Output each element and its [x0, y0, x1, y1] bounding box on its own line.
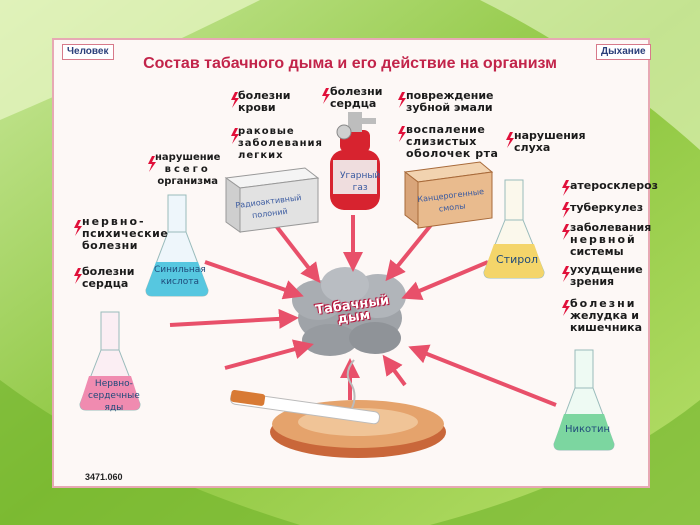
flask-styrene-icon	[483, 179, 545, 279]
page-title: Состав табачного дыма и его действие на …	[143, 55, 557, 72]
label-nerve-line2: сердечные	[88, 391, 140, 401]
effect-whole-body: нарушение всего организма	[155, 152, 220, 188]
effect-heart-top: болезни сердца	[330, 86, 382, 110]
ashtray-icon	[230, 359, 446, 458]
effect-atherosclerosis: атеросклероз	[570, 179, 659, 192]
effect-mucosa: воспаление слизистых оболочек рта	[406, 124, 498, 160]
effect-enamel-line1: повреждение	[406, 89, 494, 102]
effect-nervous-system: заболевания нервной системы	[570, 222, 651, 258]
lightning-icon	[506, 132, 514, 148]
effect-nervous-line2: нервной	[570, 233, 637, 246]
lightning-icon	[562, 202, 570, 218]
lightning-icon	[562, 300, 570, 316]
effect-lung-line2: заболевания	[238, 138, 323, 149]
arrow-ashtray-right	[382, 354, 407, 387]
label-carbon-monoxide: Угарный газ	[340, 170, 380, 194]
effect-lung-cancer: раковые заболевания легких	[238, 126, 323, 162]
arrow-nicotine	[408, 344, 557, 407]
effect-vision: ухудщение зрения	[570, 264, 643, 288]
arrow-polonium	[268, 216, 321, 284]
effect-stomach: болезни желудка и кишечника	[570, 298, 642, 334]
label-hcn-line1: Синильная	[154, 265, 206, 275]
gas-cylinder-icon	[330, 112, 380, 210]
catalog-code: 3471.060	[85, 472, 123, 482]
arrow-nervepoison	[169, 308, 299, 329]
effect-hearing-line2: слуха	[514, 141, 551, 154]
effect-whole-line3: организма	[157, 176, 219, 187]
lightning-icon	[562, 266, 570, 282]
effect-neuro-line2: психические	[82, 227, 169, 240]
effect-whole-line1: нарушение	[155, 152, 221, 163]
arrow-ashtray-left	[224, 339, 314, 370]
label-co-line1: Угарный	[340, 171, 381, 181]
effect-lung-line3: легких	[238, 150, 284, 161]
effect-blood: болезни крови	[238, 90, 290, 114]
effect-enamel: повреждение зубной эмали	[406, 90, 494, 114]
label-nicotine: Никотин	[565, 424, 611, 435]
arrow-styrene	[401, 260, 489, 300]
polonium-box-icon	[224, 167, 320, 233]
effect-neuro: нервно- психические болезни	[82, 216, 168, 252]
effect-neuro-line3: болезни	[82, 239, 138, 252]
topic-tag-breathing: Дыхание	[596, 44, 651, 60]
effect-heart-left-line1: болезни	[82, 265, 135, 278]
effect-neuro-line1: нервно-	[82, 215, 146, 228]
effect-blood-line2: крови	[238, 101, 276, 114]
lightning-icon	[322, 88, 330, 104]
effect-heart-top-line2: сердца	[330, 97, 377, 110]
lightning-icon	[398, 92, 406, 108]
effect-vision-line2: зрения	[570, 275, 615, 288]
label-co-line2: газ	[352, 183, 368, 193]
label-styrene: Стирол	[496, 253, 538, 266]
label-hcn-line2: кислота	[160, 277, 199, 287]
flask-hydrocyanic-acid-icon	[145, 194, 209, 297]
effect-stomach-line2: желудка и	[570, 309, 639, 322]
effect-mucosa-line1: воспаление	[406, 123, 486, 136]
arrow-hcn	[204, 260, 304, 300]
resins-box-icon	[403, 161, 494, 229]
lightning-icon	[562, 224, 570, 240]
label-nerve-poisons: Нервно- сердечные яды	[88, 378, 140, 414]
effect-mucosa-line2: слизистых	[406, 135, 477, 148]
lightning-icons	[74, 88, 570, 316]
label-nerve-line1: Нервно-	[94, 379, 133, 389]
arrows	[169, 215, 557, 407]
effect-enamel-line2: зубной эмали	[406, 101, 493, 114]
lightning-icon	[231, 92, 239, 108]
effect-hearing-line1: нарушения	[514, 129, 586, 142]
effect-stomach-line1: болезни	[570, 297, 637, 310]
flask-nerve-poisons-icon	[79, 311, 141, 411]
effect-blood-line1: болезни	[238, 89, 291, 102]
effect-nervous-line3: системы	[570, 245, 624, 258]
lightning-icon	[398, 126, 406, 142]
effect-whole-line2: всего	[164, 164, 211, 175]
topic-tag-human: Человек	[62, 44, 114, 60]
effect-mucosa-line3: оболочек рта	[406, 147, 499, 160]
flask-nicotine-icon	[553, 349, 615, 451]
effect-tuberculosis: туберкулез	[570, 201, 644, 214]
effect-hearing: нарушения слуха	[514, 130, 586, 154]
lightning-icon	[562, 180, 570, 196]
effect-nervous-line1: заболевания	[570, 221, 652, 234]
effect-vision-line1: ухудщение	[570, 263, 643, 276]
lightning-icon	[74, 268, 82, 284]
smoke-cloud-icon	[292, 267, 406, 356]
effect-heart-top-line1: болезни	[330, 85, 383, 98]
effect-heart-left: болезни сердца	[82, 266, 134, 290]
lightning-icon	[74, 220, 82, 236]
label-nerve-line3: яды	[104, 403, 124, 413]
effect-stomach-line3: кишечника	[570, 321, 643, 334]
effect-heart-left-line2: сердца	[82, 277, 129, 290]
arrow-resins	[385, 218, 437, 282]
label-hydrocyanic-acid: Синильная кислота	[154, 264, 206, 288]
lightning-icon	[231, 128, 239, 144]
lightning-icon	[148, 156, 156, 172]
effect-lung-line1: раковые	[238, 126, 295, 137]
